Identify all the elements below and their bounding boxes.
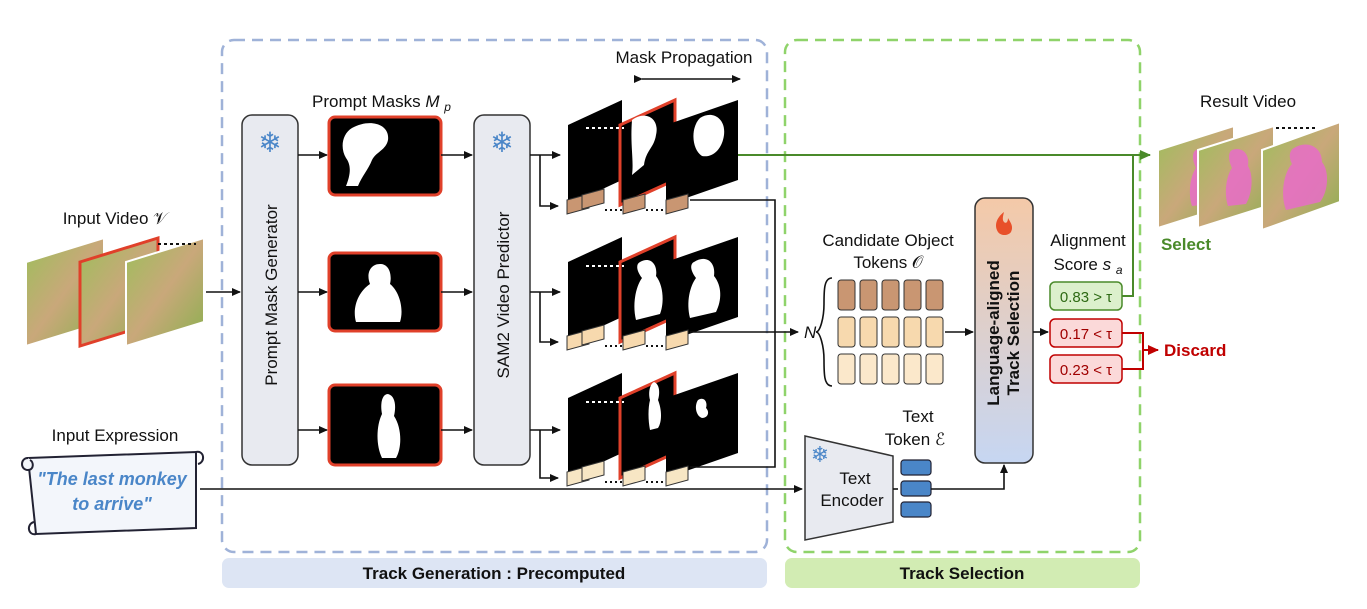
mask-propagation-label: Mask Propagation [615, 48, 752, 67]
text-token-label-line1: Text [902, 407, 933, 426]
text-token-label-line2: Token ℰ [885, 430, 945, 449]
track-selection-region [783, 38, 1142, 554]
select-label: Select [1161, 235, 1211, 254]
score-discard-1: 0.17 < τ [1049, 318, 1123, 348]
discard-bracket [1122, 332, 1159, 370]
discard-label: Discard [1164, 341, 1226, 360]
track-selection-banner-text: Track Selection [900, 564, 1025, 583]
sam2-to-tracks-lines [530, 151, 561, 482]
score-discard-2-text: 0.23 < τ [1060, 362, 1112, 379]
mask-track-2 [568, 234, 738, 345]
candidate-tokens-brace [815, 277, 833, 387]
snowflake-icon: ❄ [490, 127, 513, 158]
expression-line1: "The last monkey [37, 469, 188, 489]
track-generation-region [220, 38, 769, 554]
snowflake-icon: ❄ [258, 127, 281, 158]
text-encoder-label-line2: Encoder [820, 491, 884, 510]
alignment-label-line1: Alignment [1050, 231, 1126, 250]
tokens-to-candidates-lines [690, 199, 799, 468]
object-tokens-track-2 [566, 324, 689, 351]
score-select-text: 0.83 > τ [1060, 289, 1112, 306]
score-discard-2: 0.23 < τ [1049, 354, 1123, 384]
prompt-mask-3 [327, 383, 443, 467]
candidate-tokens-label-line1: Candidate Object [822, 231, 954, 250]
object-tokens-track-1 [566, 188, 689, 215]
input-video-frames [25, 235, 205, 349]
text-tokens-to-selection-arrow [931, 464, 1008, 490]
track-selection-module-label-line2: Track Selection [1004, 271, 1023, 396]
flame-icon [996, 212, 1013, 235]
input-expression-label: Input Expression [52, 426, 179, 445]
prompt-mask-generator-box [241, 114, 299, 466]
n-label: N [804, 323, 817, 342]
candidate-tokens-label-line2: Tokens 𝒪 [853, 253, 924, 272]
score-discard-1-text: 0.17 < τ [1060, 326, 1112, 343]
result-video-frames [1157, 120, 1341, 232]
candidate-token-grid [837, 279, 944, 385]
track-selection-module [974, 197, 1034, 464]
expression-scroll [21, 450, 204, 536]
track-generation-banner [222, 558, 767, 588]
track-selection-banner [785, 558, 1140, 588]
mask-track-3 [568, 370, 738, 481]
object-tokens-track-3 [566, 460, 689, 487]
prompt-masks-label: Prompt Masks M p [312, 92, 451, 114]
alignment-label-line2: Score s a [1053, 255, 1122, 277]
track-generation-banner-text: Track Generation : Precomputed [363, 564, 626, 583]
mask-track-1 [568, 97, 738, 208]
sam2-video-predictor-box [473, 114, 531, 466]
result-video-label: Result Video [1200, 92, 1296, 111]
generator-to-masks-lines [298, 151, 328, 434]
prompt-mask-generator-label: Prompt Mask Generator [262, 204, 281, 386]
text-encoder-box [804, 435, 894, 541]
snowflake-icon: ❄ [811, 442, 829, 467]
masks-to-sam2-lines [441, 151, 473, 434]
prompt-mask-2 [327, 251, 443, 333]
select-path [1122, 155, 1134, 297]
prompt-mask-1 [327, 115, 443, 197]
text-token-stack [900, 459, 932, 518]
text-encoder-label-line1: Text [839, 469, 870, 488]
sam2-video-predictor-label: SAM2 Video Predictor [494, 211, 513, 378]
expression-line2: to arrive" [72, 494, 152, 514]
score-select: 0.83 > τ [1049, 281, 1123, 311]
input-video-label: Input Video 𝒱 [63, 209, 170, 228]
track-selection-module-label-line1: Language-aligned [984, 260, 1003, 405]
